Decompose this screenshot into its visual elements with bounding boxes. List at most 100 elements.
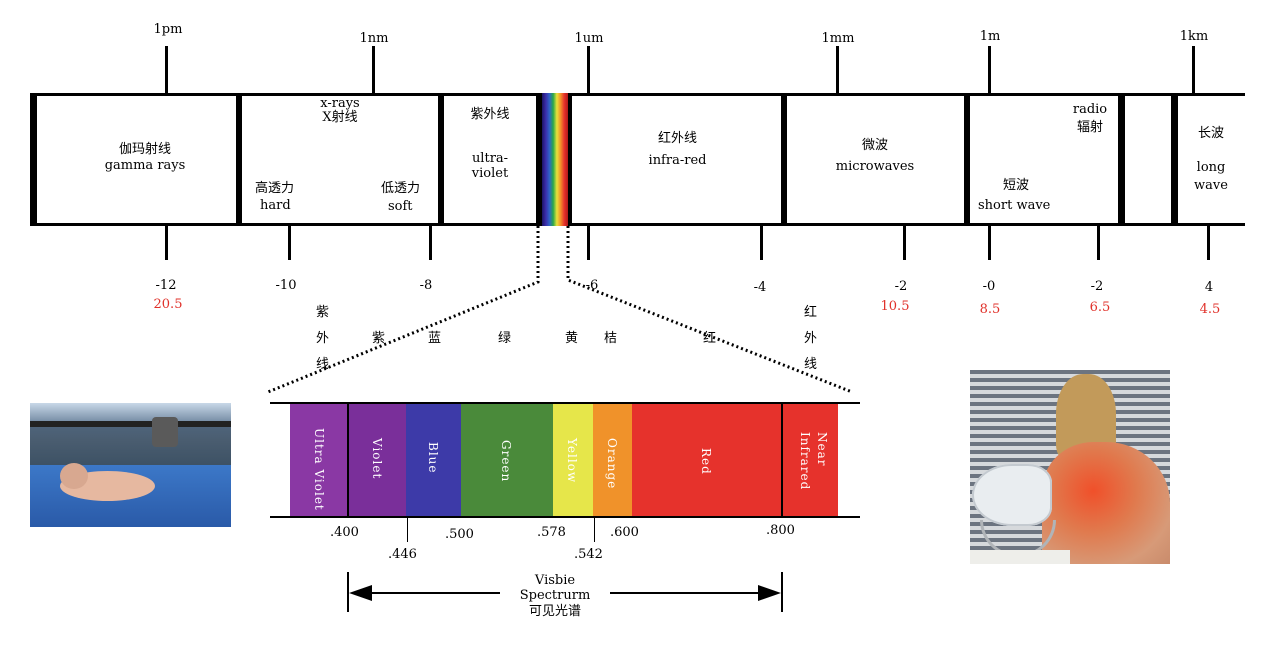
xray-hard-cn: 高透力	[255, 181, 295, 196]
microwave-label-en: microwaves	[835, 159, 915, 174]
visible-caption-2: Spectrurm	[500, 588, 610, 603]
exponent-label: -4	[753, 280, 767, 295]
wavelength-label: .400	[330, 525, 359, 540]
bottom-tick	[165, 226, 168, 260]
shortwave-label-en: short wave	[978, 198, 1051, 213]
unit-label-1nm: 1nm	[359, 31, 389, 46]
uv-label-en-2: violet	[471, 166, 509, 181]
wavelength-tick	[594, 518, 595, 542]
cn-ir-char: 线	[804, 357, 818, 372]
top-tick	[836, 46, 839, 94]
gamma-label-en: gamma rays	[104, 158, 186, 173]
cn-orange: 桔	[604, 331, 618, 346]
bottom-tick	[903, 226, 906, 260]
wavelength-label: .578	[537, 525, 566, 540]
band-label: Violet	[370, 438, 384, 480]
bar-divider	[1118, 93, 1125, 226]
uv-label-cn: 紫外线	[470, 107, 510, 122]
red-value-label: 4.5	[1199, 302, 1221, 317]
xray-soft-en: soft	[388, 199, 413, 214]
xray-soft-cn: 低透力	[381, 181, 421, 196]
bar-divider	[781, 93, 787, 226]
band-label: Yellow	[565, 438, 579, 484]
bottom-tick	[1097, 226, 1100, 260]
exponent-label: -10	[275, 278, 297, 293]
band-near-infrared: Near Infrared	[782, 404, 838, 516]
radio-label-en: radio	[1072, 102, 1108, 117]
xray-label-cn: X射线	[322, 110, 358, 125]
visible-caption-3: 可见光谱	[528, 604, 581, 619]
longwave-label-en-2: wave	[1194, 178, 1228, 193]
top-tick	[372, 46, 375, 94]
band-green: Green	[461, 404, 553, 516]
bottom-tick	[587, 226, 590, 260]
top-tick	[988, 46, 991, 94]
bar-divider	[964, 93, 970, 226]
wavelength-label: .800	[766, 523, 795, 538]
gamma-label-cn: 伽玛射线	[118, 142, 171, 157]
bottom-tick	[429, 226, 432, 260]
xray-hard-en: hard	[260, 198, 291, 213]
bar-divider	[236, 93, 242, 226]
exponent-label: -2	[1090, 279, 1104, 294]
unit-label-1um: 1um	[574, 31, 604, 46]
wavelength-label: .500	[445, 527, 474, 542]
top-tick	[1192, 46, 1195, 94]
band-yellow: Yellow	[553, 404, 593, 516]
wavelength-label: .446	[388, 547, 417, 562]
radio-label-cn: 辐射	[1076, 120, 1103, 135]
cn-ir-char: 红	[804, 305, 818, 320]
wavelength-label: .600	[610, 525, 639, 540]
uv-label-en-1: ultra-	[471, 151, 509, 166]
band-ultra-violet: Ultra Violet	[290, 404, 348, 516]
bottom-tick	[288, 226, 291, 260]
band-separator	[347, 404, 349, 518]
longwave-label-en-1: long	[1196, 160, 1226, 175]
band-orange: Orange	[593, 404, 632, 516]
band-separator	[781, 404, 783, 518]
band-label: Blue	[426, 442, 440, 474]
band-label: Green	[499, 440, 513, 483]
wavelength-tick	[407, 518, 408, 542]
bottom-tick	[988, 226, 991, 260]
ir-label-en: infra-red	[648, 153, 707, 168]
band-blue: Blue	[406, 404, 461, 516]
band-label: Red	[699, 448, 713, 475]
unit-label-1m: 1m	[979, 29, 1001, 44]
red-value-label: 10.5	[880, 299, 910, 314]
cn-blue: 蓝	[428, 331, 442, 346]
bar-divider	[30, 93, 37, 226]
top-tick	[165, 46, 168, 94]
bar-divider	[1171, 93, 1178, 226]
cn-uv-char: 紫	[316, 305, 330, 320]
bar-divider	[536, 93, 542, 226]
cn-red: 红	[703, 331, 717, 346]
top-tick	[587, 46, 590, 94]
xray-label-en: x-rays	[320, 96, 360, 111]
red-value-label: 20.5	[153, 297, 183, 312]
exponent-label: 4	[1204, 280, 1214, 295]
unit-label-1mm: 1mm	[821, 31, 855, 46]
exponent-label: -2	[894, 279, 908, 294]
exponent-label: -8	[419, 278, 433, 293]
cn-green: 绿	[498, 331, 512, 346]
band-label: Ultra Violet	[312, 428, 326, 511]
visible-bar-bottom-line	[270, 516, 860, 518]
cn-uv-char: 外	[316, 331, 330, 346]
red-value-label: 8.5	[979, 302, 1001, 317]
shortwave-label-cn: 短波	[1003, 178, 1030, 193]
bar-divider	[568, 93, 572, 226]
unit-label-1km: 1km	[1179, 29, 1209, 44]
unit-label-1pm: 1pm	[153, 22, 183, 37]
visible-rainbow-strip	[542, 93, 568, 226]
cn-violet: 紫	[372, 331, 386, 346]
band-violet: Violet	[348, 404, 406, 516]
ir-label-cn: 红外线	[657, 131, 697, 146]
band-label: Near Infrared	[798, 432, 829, 491]
bar-divider	[438, 93, 444, 226]
exponent-label: -12	[155, 278, 177, 293]
wavelength-label: .542	[574, 547, 603, 562]
microwave-label-cn: 微波	[861, 138, 888, 153]
cn-yellow: 黄	[565, 331, 579, 346]
spectrum-bar-top-edge	[30, 93, 1245, 96]
